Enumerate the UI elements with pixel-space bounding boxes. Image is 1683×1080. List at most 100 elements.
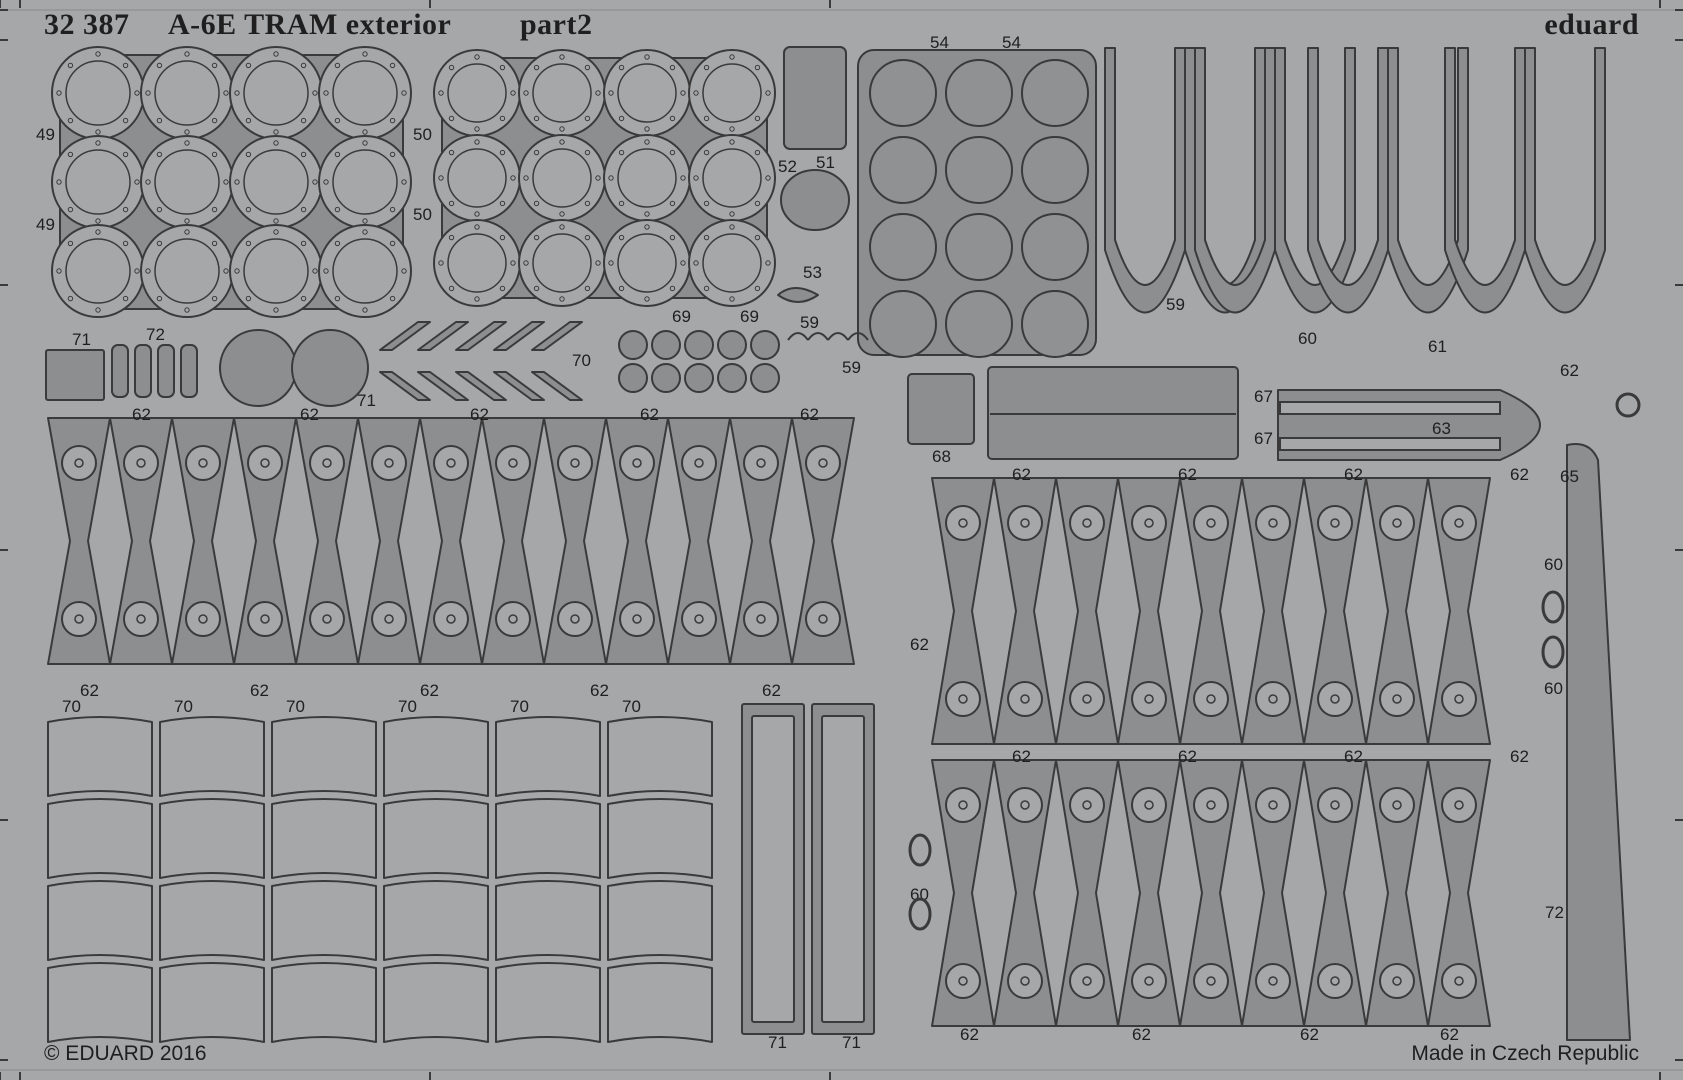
rivet-hole: [729, 224, 735, 230]
hinge-62-pin: [1454, 976, 1464, 986]
rivet-hole: [644, 54, 650, 60]
hinge-62-pin: [1454, 694, 1464, 704]
rivet-hole: [584, 285, 591, 292]
part-label: 62: [1560, 361, 1579, 380]
hinge-62-hole: [1255, 505, 1291, 541]
part-label: 62: [420, 681, 439, 700]
rivet-hole: [533, 234, 540, 241]
part-label: 52: [778, 157, 797, 176]
rivet-hole: [273, 129, 279, 135]
hinge-62-hole: [1007, 505, 1043, 541]
rivet-hole: [145, 179, 151, 185]
rivet-hole: [474, 296, 480, 302]
part-label: 62: [1344, 747, 1363, 766]
washer-65: [684, 330, 714, 360]
rivet-hole: [754, 64, 761, 71]
rivet-hole: [584, 64, 591, 71]
part-label: 70: [286, 697, 305, 716]
rivet-hole: [273, 218, 279, 224]
rivet-hole: [669, 234, 676, 241]
rivet-hole: [644, 126, 650, 132]
rivet-hole: [362, 307, 368, 313]
hinge-62-pin: [136, 614, 146, 624]
rivet-hole: [729, 54, 735, 60]
loop-68: [180, 344, 198, 398]
rivet-hole: [234, 179, 240, 185]
rivet-hole: [56, 268, 62, 274]
hinge-62-hole: [1007, 681, 1043, 717]
part-label: 67: [1254, 387, 1273, 406]
part-label: 60: [1298, 329, 1317, 348]
hinge-62-hole: [1317, 505, 1353, 541]
panel-70: [271, 798, 377, 879]
rivet-hole: [703, 234, 710, 241]
rivet-hole: [223, 268, 229, 274]
rivet-hole: [245, 240, 252, 247]
brand-logo: eduard: [1544, 8, 1639, 41]
rivet-hole: [729, 139, 735, 145]
rivet-hole: [362, 51, 368, 57]
rivet-hole: [362, 140, 368, 146]
hinge-62-pin: [958, 694, 968, 704]
hinge-62-pin: [756, 614, 766, 624]
part-label: 49: [36, 125, 55, 144]
part-label: 59: [800, 313, 819, 332]
hinge-62-hole: [61, 601, 97, 637]
ring-49: [332, 149, 398, 215]
rivet-hole: [618, 64, 625, 71]
rivet-hole: [245, 206, 252, 213]
rivet-hole: [134, 179, 140, 185]
hinge-62-pin: [1330, 976, 1340, 986]
rivet-hole: [184, 218, 190, 224]
disc-54: [1021, 136, 1089, 204]
rivet-hole: [300, 62, 307, 69]
rivet-hole: [618, 149, 625, 156]
hinge-62-pin: [1392, 694, 1402, 704]
hinge-62-pin: [1268, 800, 1278, 810]
part-label: 70: [622, 697, 641, 716]
ring-50: [532, 233, 592, 293]
rivet-hole: [584, 200, 591, 207]
rivet-hole: [499, 285, 506, 292]
disc-54: [945, 213, 1013, 281]
clip-53: [777, 287, 819, 303]
part-label: 62: [1012, 465, 1031, 484]
hinge-62-pin: [756, 458, 766, 468]
hinge-62-hole: [945, 963, 981, 999]
panel-70: [383, 716, 489, 797]
hinge-62-hole: [945, 681, 981, 717]
rivet-hole: [523, 175, 529, 181]
hinge-62-pin: [384, 614, 394, 624]
fret-part: part2: [520, 8, 593, 41]
rivet-hole: [273, 229, 279, 235]
hinge-62-hole: [1069, 787, 1105, 823]
part-label: 71: [768, 1033, 787, 1052]
rivet-hole: [156, 240, 163, 247]
rivet-hole: [559, 296, 565, 302]
rivet-hole: [669, 285, 676, 292]
rivet-hole: [223, 90, 229, 96]
hinge-62-pin: [1268, 976, 1278, 986]
hinge-62-hole: [1441, 681, 1477, 717]
rivet-hole: [362, 129, 368, 135]
hinge-62-pin: [260, 614, 270, 624]
panel-70: [271, 962, 377, 1043]
hinge-62-pin: [1082, 518, 1092, 528]
rivet-hole: [703, 200, 710, 207]
hinge-62-hole: [1069, 681, 1105, 717]
hinge-62-hole: [309, 445, 345, 481]
rivet-hole: [448, 64, 455, 71]
washer-65: [651, 363, 681, 393]
ring-50: [702, 63, 762, 123]
ring-60: [908, 833, 932, 867]
rivet-hole: [693, 90, 699, 96]
rivet-hole: [729, 211, 735, 217]
hinge-62-pin: [818, 614, 828, 624]
rivet-hole: [644, 211, 650, 217]
rivet-hole: [533, 200, 540, 207]
hinge-62-pin: [1454, 800, 1464, 810]
rivet-hole: [300, 240, 307, 247]
hinge-62-pin: [384, 458, 394, 468]
clip-64: [907, 373, 975, 445]
hinge-62-hole: [681, 445, 717, 481]
